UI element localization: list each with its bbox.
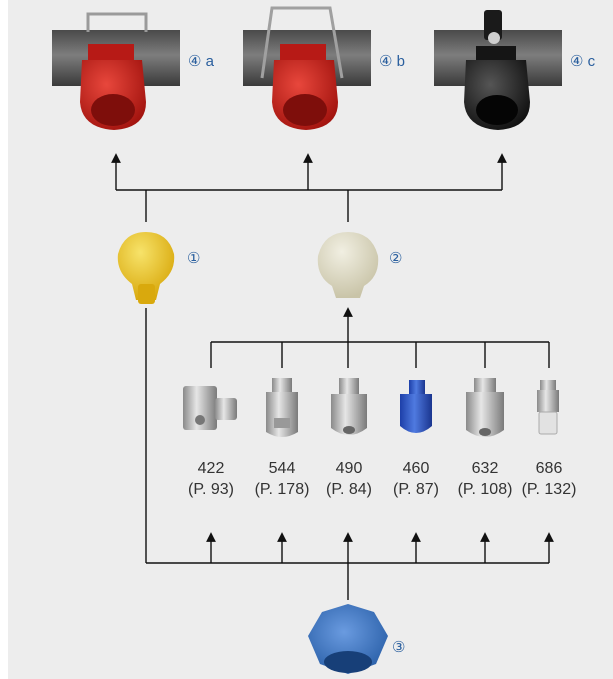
- nozzle-page: (P. 132): [521, 481, 577, 498]
- nozzle-460: [400, 380, 432, 433]
- adapter-1: [117, 232, 175, 304]
- nozzle-page: (P. 93): [188, 481, 234, 498]
- nozzle-page: (P. 178): [254, 481, 310, 498]
- connector-4b-label: ④ b: [379, 53, 405, 70]
- nozzle-632: [466, 378, 504, 437]
- connector-4a: [52, 12, 180, 130]
- nozzle-label-632: 632 (P. 108): [450, 458, 520, 500]
- nozzle-number: 632: [471, 460, 499, 477]
- nozzle-number: 422: [197, 460, 225, 477]
- nozzle-label-460: 460 (P. 87): [381, 458, 451, 500]
- connector-4a-label: ④ a: [188, 53, 214, 70]
- nozzle-544: [266, 378, 298, 437]
- connector-4b: [243, 6, 371, 130]
- nozzle-number: 490: [335, 460, 363, 477]
- nozzle-686: [537, 380, 559, 435]
- nozzle-label-490: 490 (P. 84): [314, 458, 384, 500]
- nozzle-label-686: 686 (P. 132): [514, 458, 584, 500]
- nozzle-page: (P. 108): [457, 481, 513, 498]
- nozzle-number: 686: [535, 460, 563, 477]
- adapter-1-label: ①: [187, 250, 201, 267]
- nozzle-label-544: 544 (P. 178): [247, 458, 317, 500]
- connection-lines: [111, 153, 554, 600]
- nozzle-page: (P. 87): [393, 481, 439, 498]
- nozzle-page: (P. 84): [326, 481, 372, 498]
- nut-3-label: ③: [392, 639, 406, 656]
- nut-3: [308, 604, 388, 674]
- adapter-2: [317, 232, 379, 298]
- adapter-2-label: ②: [389, 250, 403, 267]
- nozzle-label-422: 422 (P. 93): [176, 458, 246, 500]
- nozzle-490: [331, 378, 367, 435]
- nozzle-number: 460: [402, 460, 430, 477]
- connector-4c-label: ④ c: [570, 53, 596, 70]
- connector-4c: [434, 10, 562, 130]
- nozzle-number: 544: [268, 460, 296, 477]
- nozzle-422: [183, 386, 237, 430]
